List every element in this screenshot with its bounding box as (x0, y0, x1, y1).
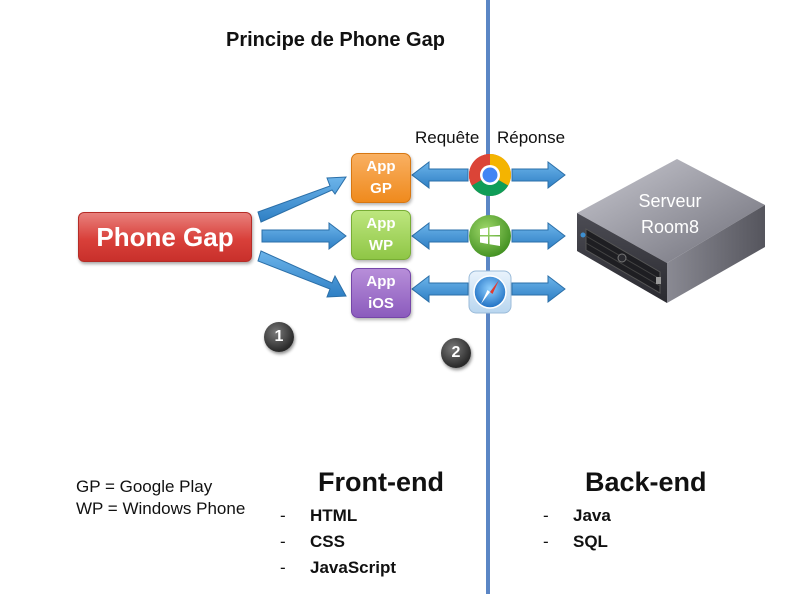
frontend-heading: Front-end (318, 467, 444, 497)
step-badge-1: 1 (264, 322, 294, 352)
arrow-request-ios (411, 274, 469, 304)
backend-item: -SQL (543, 532, 608, 551)
frontend-item: -CSS (280, 532, 345, 551)
arrow-response-wp (511, 221, 566, 251)
app-wp-box: App WP (351, 210, 411, 260)
server-label-line2: Room8 (640, 217, 700, 237)
app-wp-line1: App (366, 215, 396, 232)
server-icon (577, 159, 765, 303)
phonegap-box: Phone Gap (78, 212, 252, 262)
arrow-response-gp (511, 160, 566, 190)
response-label: Réponse (497, 128, 566, 147)
app-ios-line1: App (366, 273, 396, 290)
arrow-response-ios (511, 274, 566, 304)
chrome-icon (468, 154, 512, 197)
frontend-item: -JavaScript (280, 558, 396, 577)
legend: GP = Google Play WP = Windows Phone (76, 476, 245, 520)
arrow-request-wp (411, 221, 469, 251)
server-label: Serveur Room8 (610, 188, 730, 240)
diagram-title: Principe de Phone Gap (226, 29, 445, 51)
legend-wp: WP = Windows Phone (76, 499, 246, 518)
backend-list: -Java -SQL (543, 503, 611, 555)
arrow-phonegap-to-gp (257, 176, 347, 223)
arrow-request-gp (411, 160, 469, 190)
app-gp-box: App GP (351, 153, 411, 203)
app-wp-line2: WP (368, 237, 394, 254)
app-ios-line2: iOS (368, 295, 394, 312)
app-gp-line1: App (366, 158, 396, 175)
app-ios-box: App iOS (351, 268, 411, 318)
frontend-item: -HTML (280, 506, 358, 525)
legend-gp: GP = Google Play (76, 477, 213, 496)
backend-heading: Back-end (585, 467, 707, 497)
windows-icon (469, 215, 511, 257)
app-gp-line2: GP (370, 180, 392, 197)
arrow-phonegap-to-wp (261, 221, 347, 251)
step-badge-2: 2 (441, 338, 471, 368)
request-label: Requête (415, 128, 480, 147)
backend-item: -Java (543, 506, 611, 525)
arrow-phonegap-to-ios (257, 250, 347, 298)
safari-icon (468, 270, 512, 314)
server-label-line1: Serveur (638, 191, 702, 211)
frontend-list: -HTML -CSS -JavaScript (280, 503, 396, 581)
